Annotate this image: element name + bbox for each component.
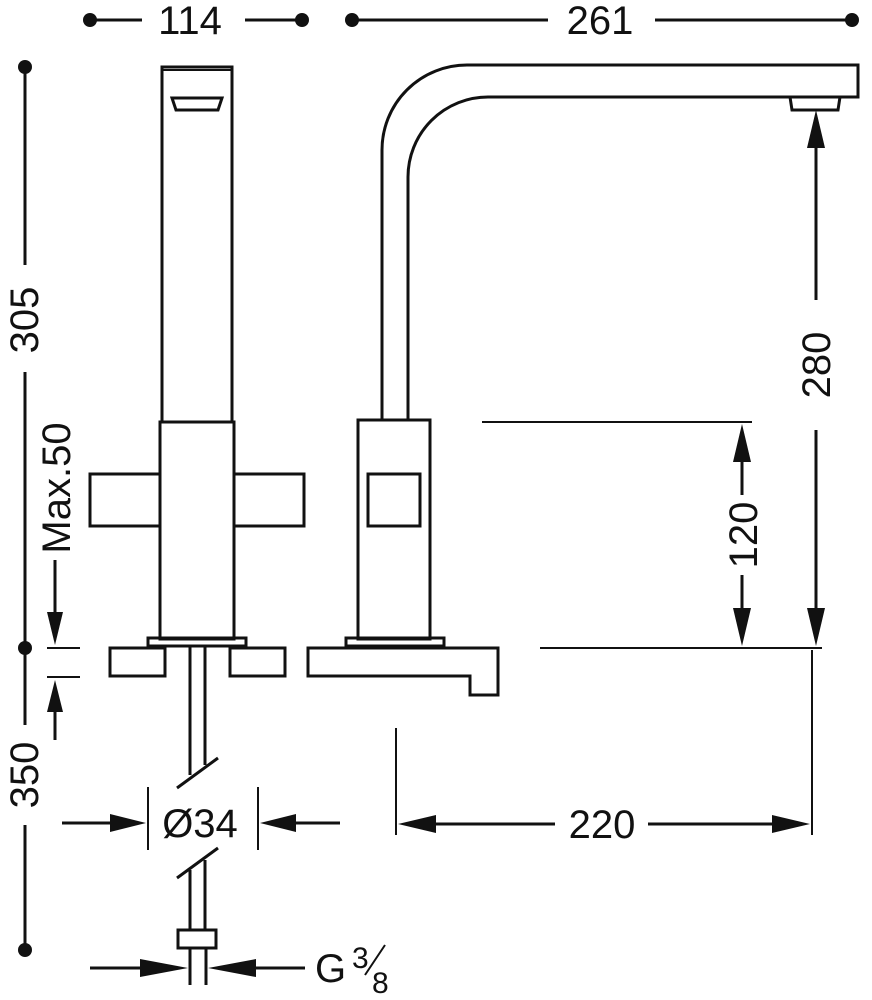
dim-280-label: 280	[795, 332, 839, 399]
deck-left-block-1	[108, 646, 167, 678]
left-faucet-aerator	[169, 96, 225, 112]
dim-diameter-right-arrow	[260, 814, 296, 832]
deck-right-block	[306, 646, 500, 697]
dim-220: 220	[395, 650, 813, 847]
dim-connection-numerator: 3	[352, 942, 369, 975]
deck-right	[306, 646, 500, 697]
dim-max50-down-arrow	[47, 612, 63, 645]
spout-outline	[380, 63, 860, 420]
dim-280-down-arrow	[807, 608, 825, 646]
spout-aerator	[788, 95, 842, 112]
dim-connection-fraction-bar	[364, 944, 386, 976]
left-faucet-base	[146, 636, 248, 648]
dim-max50-label: Max.50	[35, 422, 79, 553]
dim-280-up-arrow	[807, 110, 825, 148]
dim-261-label: 261	[567, 0, 634, 43]
left-faucet-body	[158, 420, 236, 641]
dim-max50-up-arrow	[47, 680, 63, 712]
left-handle-right	[232, 472, 306, 528]
deck-left-block-2	[228, 646, 287, 678]
dim-diameter-label: Ø34	[162, 802, 238, 846]
right-faucet-base	[344, 636, 446, 648]
deck-left	[108, 646, 287, 678]
dim-connection-denominator: 8	[372, 967, 389, 1000]
dim-350-label: 350	[3, 742, 47, 809]
dim-114-right-dot	[295, 13, 309, 27]
dim-305: 305	[3, 60, 47, 655]
dim-120-label: 120	[722, 502, 766, 569]
dim-connection-left-arrow	[140, 959, 188, 977]
dim-220-right-arrow	[772, 815, 810, 833]
hose	[176, 646, 219, 985]
hose-connector	[176, 928, 218, 950]
hose-break-upper	[176, 756, 219, 790]
left-faucet	[88, 65, 306, 648]
dim-220-label: 220	[569, 803, 636, 847]
dim-diameter-left-arrow	[110, 814, 146, 832]
dim-350: 350	[3, 648, 47, 957]
dim-305-label: 305	[3, 287, 47, 354]
dim-120: 120	[482, 421, 822, 649]
dim-connection: G 3 8	[90, 942, 389, 1000]
dim-max50: Max.50	[35, 422, 80, 740]
right-faucet-window	[366, 472, 422, 528]
dim-350-bottom-dot	[18, 943, 32, 957]
dim-261: 261	[345, 0, 859, 43]
right-faucet-body	[356, 418, 432, 641]
dim-114-label: 114	[158, 0, 222, 43]
hose-break-lower	[176, 846, 219, 880]
left-faucet-column	[160, 65, 234, 424]
right-faucet	[344, 63, 860, 648]
dim-261-right-dot	[845, 13, 859, 27]
dim-120-down-arrow	[733, 608, 751, 646]
dim-connection-letter: G	[315, 947, 346, 991]
dim-220-left-arrow	[398, 815, 436, 833]
dim-280: 280	[795, 110, 839, 646]
dim-diameter: Ø34	[62, 787, 340, 850]
dim-120-up-arrow	[733, 424, 751, 462]
dim-114: 114	[83, 0, 309, 43]
left-handle-left	[88, 472, 162, 528]
dim-connection-right-arrow	[208, 959, 256, 977]
